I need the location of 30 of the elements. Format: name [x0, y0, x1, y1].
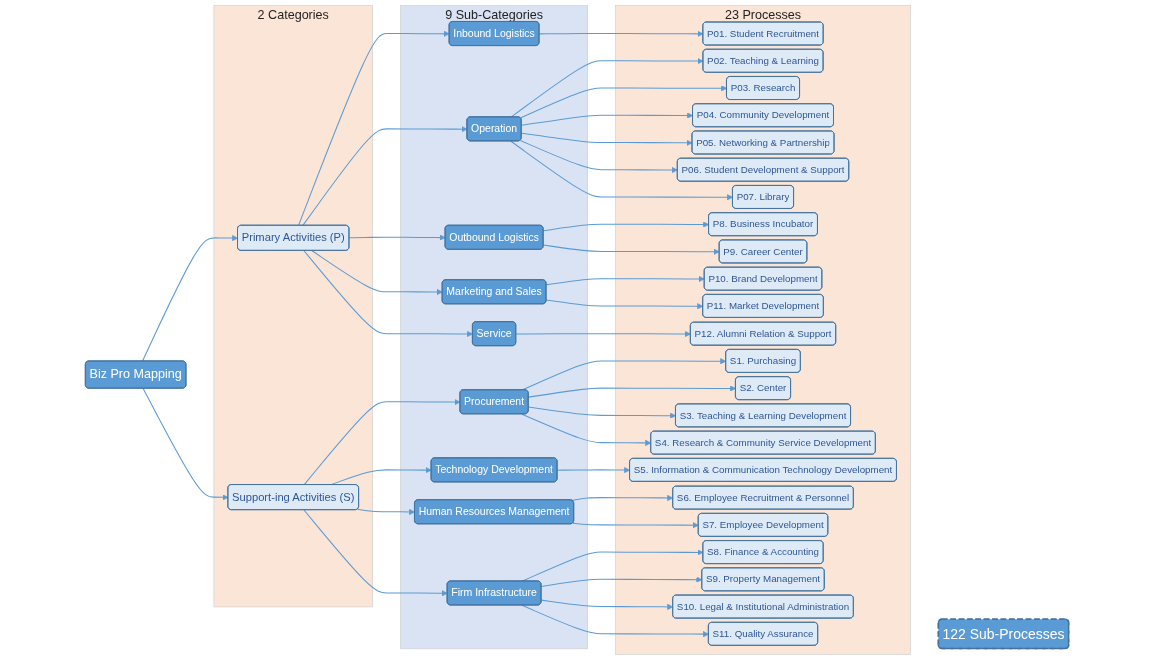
arrow: [545, 275, 705, 286]
arrow: [542, 221, 710, 232]
arrow: [538, 30, 704, 37]
arrow: [302, 126, 468, 227]
arrow: [303, 250, 474, 338]
arrow: [142, 387, 229, 501]
arrow: [528, 385, 737, 398]
arrow: [303, 399, 461, 486]
arrow: [556, 467, 631, 474]
arrow: [521, 112, 694, 126]
arrow: [519, 85, 728, 119]
arrow: [542, 244, 720, 255]
arrow: [572, 522, 699, 529]
arrow: [357, 508, 416, 516]
arrow: [510, 58, 704, 118]
arrow: [303, 509, 448, 597]
arrow: [571, 494, 674, 501]
arrow: [540, 576, 703, 587]
arrow: [519, 139, 678, 174]
arrow: [297, 30, 450, 227]
arrow: [528, 406, 677, 419]
arrow: [521, 132, 693, 146]
arrow: [521, 413, 652, 446]
arrow: [510, 140, 734, 201]
arrow: [311, 250, 443, 296]
arrow: [348, 234, 446, 241]
arrow: [141, 235, 239, 362]
arrow: [515, 330, 691, 338]
arrow: [540, 599, 674, 610]
arrow: [545, 299, 704, 310]
